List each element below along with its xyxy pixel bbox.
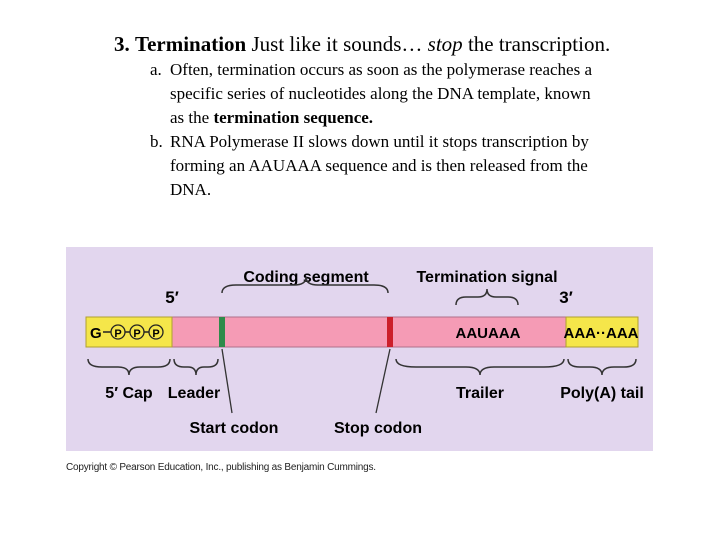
poly-a-tail-region bbox=[565, 316, 639, 348]
termination-signal-brace bbox=[455, 288, 519, 306]
point-b: b. RNA Polymerase II slows down until it … bbox=[150, 130, 690, 202]
poly-a-tail-label: Poly(A) tail bbox=[560, 385, 644, 402]
phosphate-2-label: P bbox=[133, 328, 140, 340]
copyright-notice: Copyright © Pearson Education, Inc., pub… bbox=[66, 462, 376, 473]
point-a-letter: a. bbox=[150, 60, 162, 79]
phosphate-3 bbox=[148, 324, 164, 340]
point-b-line1: RNA Polymerase II slows down until it st… bbox=[170, 132, 589, 151]
point-b-line2: forming an AAUAAA sequence and is then r… bbox=[170, 156, 588, 175]
five-prime-label: 5′ bbox=[165, 288, 179, 307]
heading-text-after: the transcription. bbox=[462, 32, 611, 56]
phosphate-1-label: P bbox=[114, 328, 121, 340]
cap-g: G bbox=[90, 325, 102, 342]
leader-brace bbox=[173, 358, 219, 376]
heading-number: 3. bbox=[114, 32, 130, 56]
point-a: a. Often, termination occurs as soon as t… bbox=[150, 58, 690, 130]
phosphate-3-label: P bbox=[152, 328, 159, 340]
mrna-strand bbox=[85, 316, 639, 348]
heading-title: Termination bbox=[135, 32, 247, 56]
trailer-brace bbox=[395, 358, 565, 376]
slide-heading: 3. Termination Just like it sounds… stop… bbox=[114, 30, 714, 58]
heading-text-before: Just like it sounds… bbox=[246, 32, 428, 56]
termination-sequence-term: termination sequence. bbox=[213, 108, 374, 127]
leader-label: Leader bbox=[168, 385, 220, 402]
start-codon-pointer bbox=[221, 348, 233, 414]
stop-codon-label: Stop codon bbox=[334, 420, 422, 437]
stop-codon-pointer bbox=[375, 348, 391, 414]
point-a-line2: specific series of nucleotides along the… bbox=[170, 84, 591, 103]
stop-codon-mark bbox=[387, 317, 393, 347]
point-a-line1: Often, termination occurs as soon as the… bbox=[170, 60, 593, 79]
trailer-label: Trailer bbox=[456, 385, 504, 402]
five-prime-cap-label: 5′ Cap bbox=[105, 385, 153, 402]
point-a-line3-text: as the bbox=[170, 108, 214, 127]
heading-emphasis: stop bbox=[427, 32, 463, 56]
cap-brace bbox=[87, 358, 171, 376]
termination-signal-label: Termination signal bbox=[416, 269, 557, 286]
poly-a-sequence: AAA··AAA bbox=[564, 325, 639, 342]
mrna-diagram: Coding segment Termination signal 5′ 3′ … bbox=[66, 247, 653, 451]
three-prime-label: 3′ bbox=[559, 288, 573, 307]
mrna-diagram-svg: Coding segment Termination signal 5′ 3′ … bbox=[85, 269, 644, 437]
point-b-line3: DNA. bbox=[170, 180, 212, 199]
point-b-letter: b. bbox=[150, 132, 163, 151]
start-codon-label: Start codon bbox=[190, 420, 279, 437]
coding-segment-brace bbox=[221, 276, 389, 294]
poly-a-brace bbox=[567, 358, 637, 376]
aauaaa-sequence: AAUAAA bbox=[456, 325, 521, 342]
point-a-line3: as the termination sequence. bbox=[150, 106, 690, 130]
start-codon-mark bbox=[219, 317, 225, 347]
